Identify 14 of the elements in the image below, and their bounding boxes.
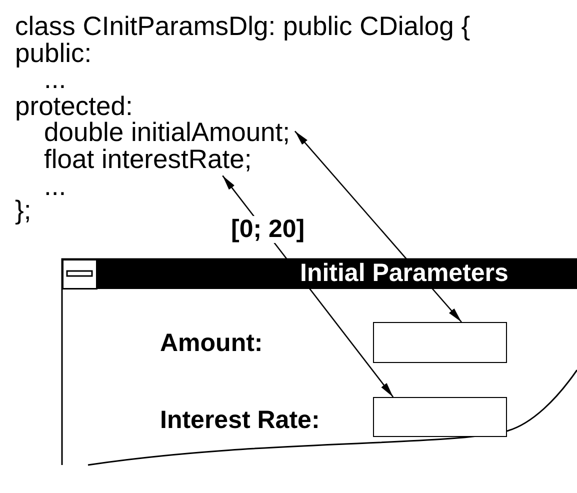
code-line: public: <box>15 40 92 67</box>
input-field <box>373 322 507 363</box>
code-line: }; <box>15 197 32 224</box>
input-field <box>373 397 507 437</box>
arrow <box>294 130 462 322</box>
code-line: class CInitParamsDlg: public CDialog { <box>15 13 470 40</box>
code-line: protected: <box>15 93 133 120</box>
code-line: double initialAmount; <box>44 119 290 146</box>
code-line: float interestRate; <box>44 146 252 173</box>
code-line: ... <box>44 173 66 200</box>
field-label: Interest Rate: <box>160 407 320 434</box>
code-line: ... <box>44 66 66 93</box>
window-title: Initial Parameters <box>300 260 508 287</box>
field-label: Amount: <box>160 330 263 357</box>
